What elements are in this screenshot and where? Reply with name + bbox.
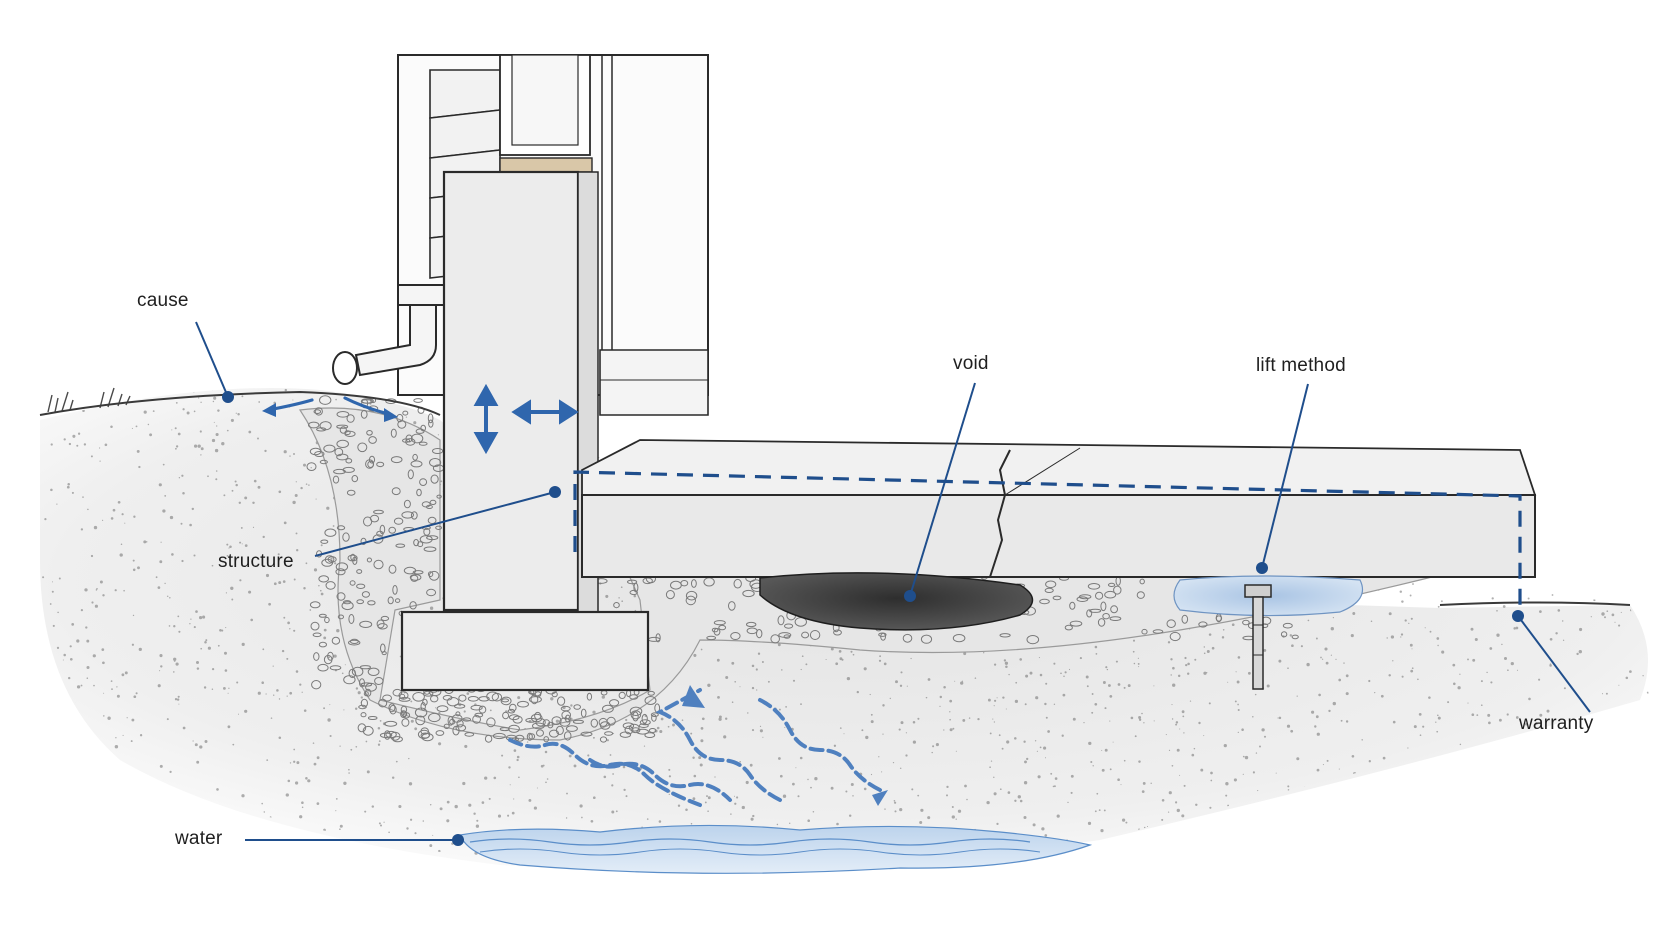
callout-leaders (195, 321, 1591, 841)
cause-leader (195, 321, 229, 398)
warranty-dot (1512, 610, 1524, 622)
label-lift-method: lift method (1256, 355, 1346, 376)
label-structure: structure (218, 551, 294, 572)
lift-method-dot (1256, 562, 1268, 574)
ground-surface (39, 390, 441, 416)
cause-dot (222, 391, 234, 403)
warranty-boundary (573, 470, 1522, 612)
footing (400, 610, 650, 692)
lift-method (1173, 575, 1364, 690)
grass-tufts (47, 387, 131, 413)
movement-arrows (473, 383, 579, 455)
callout-dots (222, 391, 1524, 846)
water-arrowheads (682, 685, 888, 806)
void (759, 572, 1034, 631)
void-dot (904, 590, 916, 602)
label-water: water (175, 828, 223, 849)
warranty-leader (1517, 615, 1591, 713)
lift-method-leader (1261, 383, 1309, 569)
structure-dot (549, 486, 561, 498)
water-table (459, 824, 1093, 874)
label-cause: cause (137, 290, 189, 311)
void-leader (909, 382, 976, 597)
runoff-arrowheads (262, 403, 398, 422)
label-void: void (953, 353, 989, 374)
label-warranty: warranty (1519, 713, 1594, 734)
water-flow-arrows (508, 688, 882, 807)
structure-leader (314, 491, 556, 557)
concrete-slab (581, 439, 1537, 578)
ground-surface-right (1439, 601, 1631, 606)
slab-crack (989, 449, 1011, 578)
water-dot (452, 834, 464, 846)
foundation-wall (442, 170, 599, 613)
